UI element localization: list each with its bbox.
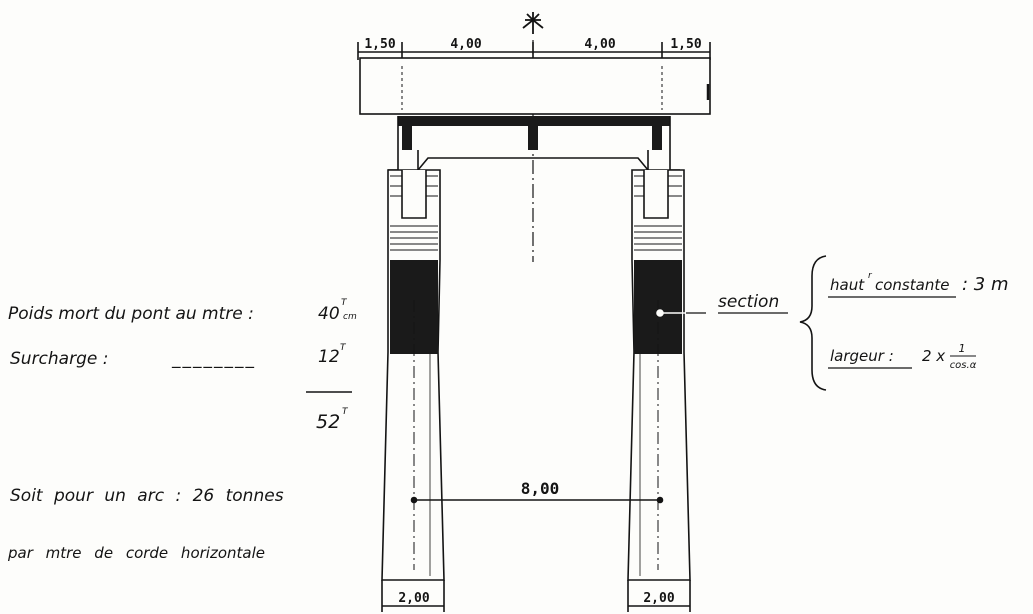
axis-symbol-icon bbox=[522, 12, 544, 34]
section-fraction-denominator: cos.α bbox=[950, 360, 977, 371]
section-label: section bbox=[718, 292, 779, 312]
section-height-label-sup: r bbox=[868, 271, 873, 281]
total-unit: T bbox=[342, 407, 349, 417]
surcharge-label: Surcharge : bbox=[10, 349, 108, 369]
dead-load-value: 40 bbox=[318, 304, 340, 324]
per-arc-line1: Soit pour un arc : 26 tonnes bbox=[10, 486, 284, 506]
section-fraction-numerator: 1 bbox=[959, 342, 966, 355]
section-height-label-rest: constante bbox=[875, 276, 949, 294]
section-height-label: haut bbox=[830, 276, 865, 294]
arch-spacing-dimension bbox=[410, 496, 664, 504]
deck-slab bbox=[359, 57, 711, 115]
base-dimension-right bbox=[627, 580, 691, 612]
dim-base-right: 2,00 bbox=[643, 591, 674, 606]
total-value: 52 bbox=[316, 411, 340, 433]
right-arch-rib bbox=[627, 126, 700, 581]
deck-beams bbox=[398, 116, 670, 150]
section-width-value: 2 x bbox=[922, 347, 945, 365]
section-height-value: : 3 m bbox=[962, 274, 1009, 295]
section-brace bbox=[799, 255, 827, 391]
left-arch-rib bbox=[381, 126, 445, 581]
base-dimension-left bbox=[381, 580, 445, 612]
dim-half-right: 4,00 bbox=[584, 37, 615, 52]
section-width-label: largeur : bbox=[830, 347, 894, 365]
surcharge-unit: T bbox=[340, 343, 347, 353]
dim-cantilever-right: 1,50 bbox=[670, 37, 701, 52]
surcharge-dashes: ________ bbox=[171, 349, 256, 369]
dead-load-unit-sub: cm bbox=[343, 312, 357, 322]
per-arc-line2: par mtre de corde horizontale bbox=[7, 544, 265, 562]
dim-cantilever-left: 1,50 bbox=[364, 37, 395, 52]
dim-arch-spacing: 8,00 bbox=[521, 479, 560, 498]
dim-half-left: 4,00 bbox=[450, 37, 481, 52]
surcharge-value: 12 bbox=[318, 347, 340, 367]
dead-load-label: Poids mort du pont au mtre : bbox=[8, 304, 254, 324]
dead-load-unit-sup: T bbox=[341, 298, 348, 308]
dim-base-left: 2,00 bbox=[398, 591, 429, 606]
